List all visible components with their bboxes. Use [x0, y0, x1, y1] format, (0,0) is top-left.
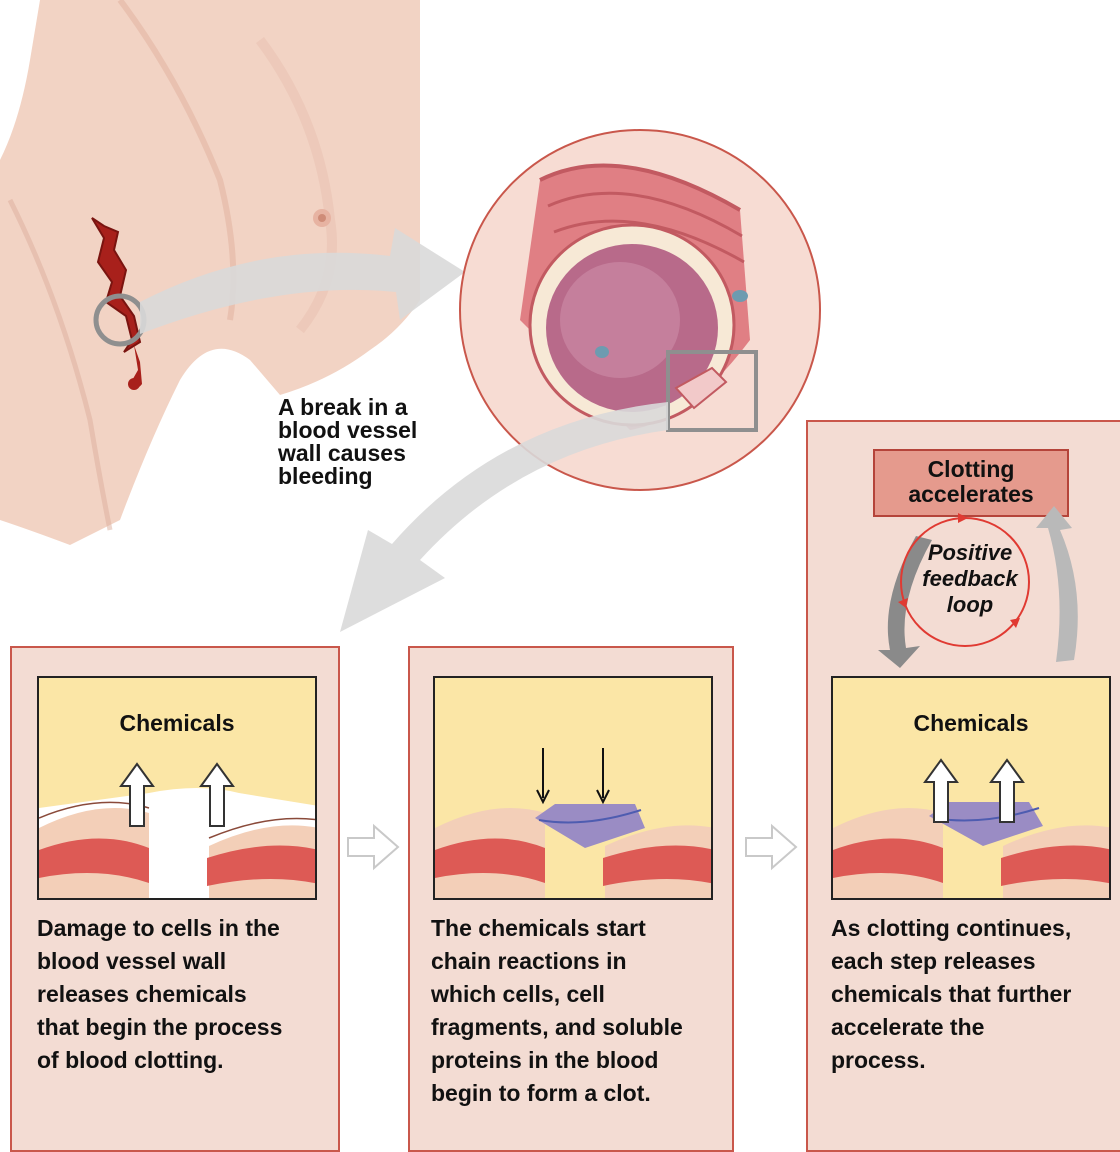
- intro-caption: A break in a blood vessel wall causes bl…: [278, 396, 478, 488]
- down-arrow-icon: [533, 748, 553, 808]
- step-caption-2: The chemicals start chain reactions in w…: [431, 912, 731, 1110]
- step-inset-3: Chemicals: [831, 676, 1111, 900]
- step-arrow-icon: [742, 822, 802, 872]
- chemicals-label: Chemicals: [39, 710, 315, 737]
- step-inset-1: Chemicals: [37, 676, 317, 900]
- step-arrow-icon: [344, 822, 404, 872]
- positive-feedback-loop-label: Positive feedback loop: [910, 540, 1030, 618]
- step-caption-1: Damage to cells in the blood vessel wall…: [37, 912, 337, 1077]
- up-arrow-icon: [987, 756, 1027, 826]
- up-arrow-icon: [197, 760, 237, 830]
- chemicals-label: Chemicals: [833, 710, 1109, 737]
- step-inset-2: [433, 676, 713, 900]
- up-arrow-icon: [117, 760, 157, 830]
- down-arrow-icon: [593, 748, 613, 808]
- clot-forming-illustration: [435, 678, 713, 900]
- step-caption-3: As clotting continues, each step release…: [831, 912, 1120, 1077]
- up-arrow-icon: [921, 756, 961, 826]
- step-panel-2: The chemicals start chain reactions in w…: [408, 646, 734, 1152]
- step-panel-1: Chemicals Damage to cells in the blood v…: [10, 646, 340, 1152]
